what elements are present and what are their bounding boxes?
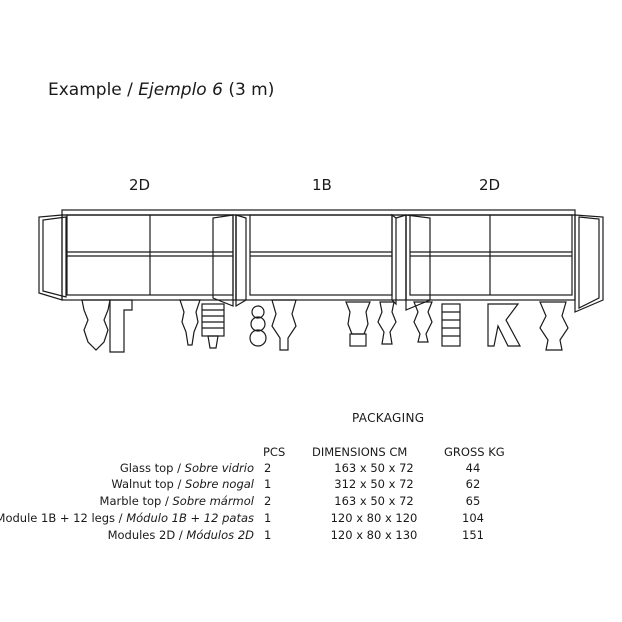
- table-row: Marble top / Sobre mármol 2 163 x 50 x 7…: [0, 494, 622, 510]
- row-name: Glass top / Sobre vidrio: [120, 461, 254, 475]
- module-label-right: 2D: [479, 176, 501, 194]
- row-dimensions: 312 x 50 x 72: [334, 477, 414, 491]
- cabinet-top: [61, 209, 576, 216]
- row-name-en: Glass top /: [119, 461, 181, 475]
- table-row: Module 1B + 12 legs / Módulo 1B + 12 pat…: [0, 511, 622, 527]
- row-weight: 65: [465, 494, 481, 508]
- row-dimensions: 163 x 50 x 72: [334, 461, 414, 475]
- row-name-en: Marble top /: [99, 494, 169, 508]
- row-name: Marble top / Sobre mármol: [100, 494, 254, 508]
- module-left: [38, 214, 247, 308]
- row-pcs: 1: [264, 511, 272, 525]
- module-label-center: 1B: [312, 176, 332, 194]
- module-right: [405, 214, 604, 313]
- column-header-pcs: PCS: [263, 445, 286, 459]
- row-weight: 44: [465, 461, 481, 475]
- row-name-es: Sobre mármol: [172, 494, 254, 508]
- row-dimensions: 163 x 50 x 72: [334, 494, 414, 508]
- row-pcs: 1: [264, 528, 272, 542]
- packaging-heading: PACKAGING: [352, 411, 425, 425]
- row-name-en: Walnut top /: [111, 477, 182, 491]
- row-dimensions: 120 x 80 x 130: [330, 528, 418, 542]
- column-header-weight: GROSS KG: [444, 445, 505, 459]
- title-main: Example /: [48, 80, 133, 100]
- table-row: Modules 2D / Módulos 2D 1 120 x 80 x 130…: [0, 528, 622, 544]
- row-pcs: 2: [264, 461, 272, 475]
- row-weight: 151: [462, 528, 484, 542]
- table-row: Glass top / Sobre vidrio 2 163 x 50 x 72…: [0, 461, 622, 477]
- module-label-left: 2D: [129, 176, 151, 194]
- row-name: Modules 2D / Módulos 2D: [108, 528, 254, 542]
- row-name-es: Sobre vidrio: [184, 461, 254, 475]
- row-weight: 62: [465, 477, 481, 491]
- row-name-es: Módulo 1B + 12 patas: [126, 511, 254, 525]
- row-name-en: Modules 2D /: [107, 528, 183, 542]
- row-name-es: Sobre nogal: [185, 477, 254, 491]
- row-pcs: 2: [264, 494, 272, 508]
- table-row: Walnut top / Sobre nogal 1 312 x 50 x 72…: [0, 477, 622, 493]
- row-name: Walnut top / Sobre nogal: [111, 477, 254, 491]
- row-name-en: Module 1B + 12 legs /: [0, 511, 123, 525]
- row-name-es: Módulos 2D: [186, 528, 254, 542]
- column-header-dimensions: DIMENSIONS CM: [312, 445, 408, 459]
- title-italic: Ejemplo 6: [138, 80, 223, 100]
- row-weight: 104: [462, 511, 484, 525]
- title-suffix: (3 m): [228, 80, 275, 100]
- legs: [81, 299, 569, 353]
- page-title: Example / Ejemplo 6 (3 m): [48, 80, 274, 100]
- module-center: [235, 213, 407, 306]
- row-dimensions: 120 x 80 x 120: [330, 511, 418, 525]
- row-pcs: 1: [264, 477, 272, 491]
- row-name: Module 1B + 12 legs / Módulo 1B + 12 pat…: [0, 511, 254, 525]
